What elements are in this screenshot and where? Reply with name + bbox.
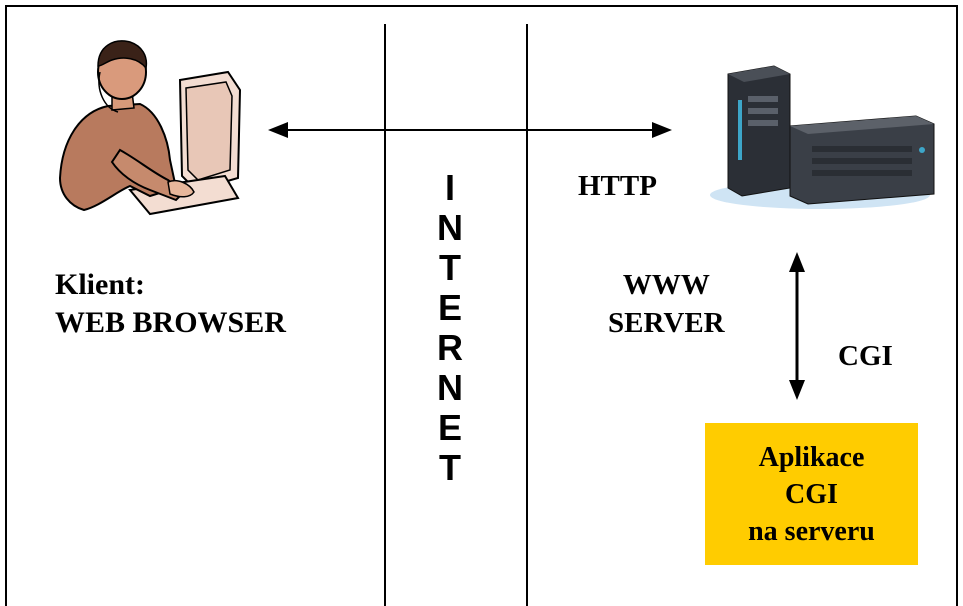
- internet-vertical-label: I N T E R N E T: [420, 168, 480, 488]
- server-label-line2: SERVER: [608, 307, 725, 339]
- internet-letter: T: [439, 247, 461, 288]
- internet-letter: I: [444, 167, 455, 208]
- server-label: WWW SERVER: [608, 266, 725, 342]
- server-machines-icon: [710, 65, 935, 209]
- cgi-application-box: Aplikace CGI na serveru: [705, 423, 918, 565]
- frame-border: [5, 5, 958, 606]
- client-label-line2: WEB BROWSER: [55, 306, 286, 339]
- cgi-label: CGI: [838, 340, 893, 372]
- internet-letter: N: [437, 207, 463, 248]
- cgi-double-arrow: [789, 252, 805, 400]
- internet-letter: E: [437, 407, 462, 448]
- app-box-line2: CGI: [785, 478, 838, 510]
- http-double-arrow: [268, 122, 672, 138]
- app-box-line3: na serveru: [748, 515, 875, 547]
- person-at-computer-icon: [58, 40, 242, 216]
- client-label: Klient: WEB BROWSER: [55, 266, 286, 342]
- internet-letter: N: [437, 367, 463, 408]
- server-label-line1: WWW: [622, 269, 710, 301]
- http-label: HTTP: [578, 170, 657, 202]
- internet-letter: T: [439, 447, 461, 488]
- internet-letter: E: [437, 287, 462, 328]
- internet-letter: R: [437, 327, 463, 368]
- client-label-line1: Klient:: [55, 268, 145, 301]
- app-box-line1: Aplikace: [758, 441, 865, 473]
